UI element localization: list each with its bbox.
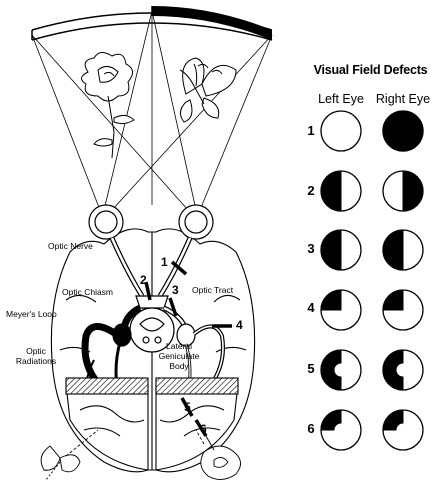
row-number-2: 2	[307, 183, 315, 198]
butterfly-inverted-illustration	[40, 429, 99, 481]
lesion-number-6: 6	[200, 422, 207, 436]
row-number-4: 4	[307, 300, 315, 315]
label-optic-tract: Optic Tract	[192, 285, 234, 295]
lesion-6-bar	[194, 419, 208, 437]
field-row-6-left-eye	[320, 409, 362, 451]
field-row-4-left-eye	[320, 289, 362, 331]
field-row-3-right-eye	[382, 229, 424, 271]
panel-title: Visual Field Defects	[313, 63, 428, 77]
label-lateral-geniculate-body: Lateral Geniculate Body	[150, 341, 208, 371]
field-row-5-right-eye	[382, 349, 424, 391]
lateral-geniculate-body	[112, 323, 196, 347]
field-row-1-left-eye	[320, 110, 362, 152]
lesion-number-3: 3	[172, 283, 179, 297]
left-eye-header: Left Eye	[318, 92, 364, 106]
lesion-2-bar	[144, 281, 152, 301]
right-eye	[178, 204, 214, 240]
optic-chiasm	[129, 295, 175, 353]
lesion-number-2: 2	[140, 273, 147, 287]
field-row-2-right-eye	[382, 170, 424, 212]
visual-field-circles	[320, 110, 424, 451]
label-lgb-line2: Geniculate	[158, 351, 200, 361]
label-optic-radiations-line2: Radiations	[15, 356, 57, 366]
row-number-1: 1	[307, 123, 315, 138]
occipital-cortex	[65, 377, 239, 471]
field-row-4-right-eye	[382, 289, 424, 331]
label-lgb-line3: Body	[169, 361, 189, 371]
label-lgb-line1: Lateral	[166, 341, 192, 351]
field-row-2-left-eye	[320, 170, 362, 212]
field-row-6-right-eye	[382, 409, 424, 451]
label-meyers-loop: Meyer's Loop	[6, 309, 57, 319]
lesion-number-5: 5	[184, 400, 191, 414]
light-rays	[31, 10, 273, 211]
row-number-5: 5	[307, 361, 315, 376]
left-eye	[88, 204, 124, 240]
lesion-3-bar	[168, 297, 178, 317]
row-number-6: 6	[307, 421, 315, 436]
visual-field-defects-panel: Visual Field Defects Left Eye Right Eye …	[300, 0, 437, 492]
row-number-3: 3	[307, 241, 315, 256]
lesion-number-4: 4	[236, 318, 243, 332]
field-row-1-right-eye	[382, 110, 424, 152]
lesion-1-bar	[170, 260, 188, 276]
field-row-3-left-eye	[320, 229, 362, 271]
lesion-number-1: 1	[161, 255, 168, 269]
label-optic-nerve: Optic Nerve	[48, 241, 93, 251]
label-optic-radiations: Optic Radiations	[14, 346, 58, 366]
field-row-5-left-eye	[320, 349, 362, 391]
right-eye-header: Right Eye	[375, 92, 431, 106]
label-optic-chiasm: Optic Chiasm	[62, 287, 114, 297]
optic-nerves	[109, 236, 193, 298]
visual-pathway-diagram	[31, 6, 273, 481]
butterfly-illustration	[179, 57, 237, 123]
lesion-marks	[144, 260, 232, 437]
flower-illustration	[81, 52, 135, 159]
lesion-5-bar	[180, 397, 194, 417]
flower-inverted-illustration	[195, 429, 241, 480]
label-optic-radiations-line1: Optic	[26, 346, 46, 356]
